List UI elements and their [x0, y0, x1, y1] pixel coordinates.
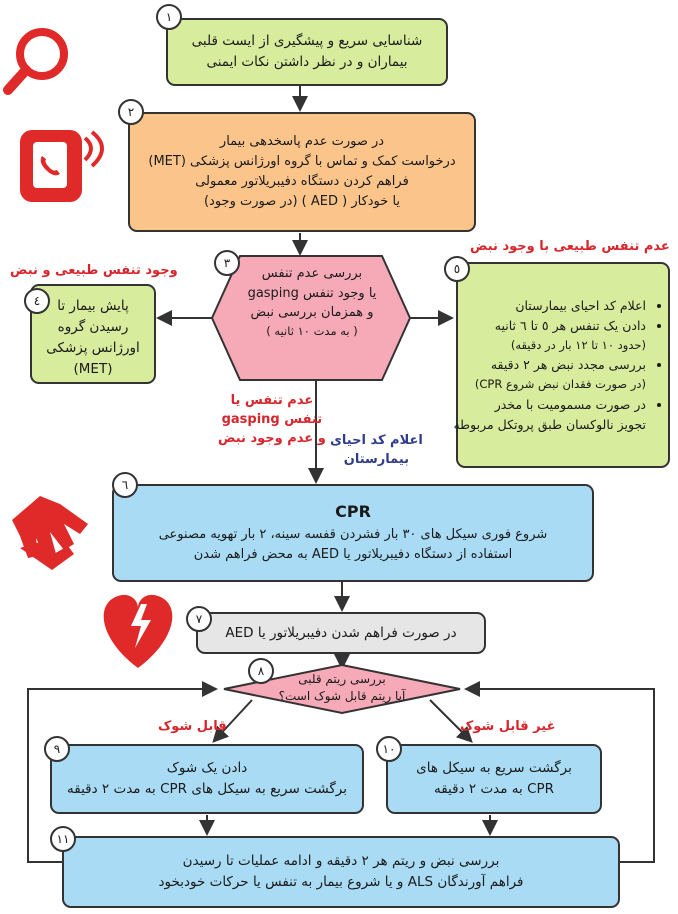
step-2-line: در صورت عدم پاسخدهی بیمار [219, 133, 385, 149]
label-line: عدم تنفس یا [230, 393, 314, 408]
step-3-line: بررسی عدم تنفس [261, 266, 363, 281]
step-11-box: بررسی نبض و ریتم هر ٢ دقیقه و ادامه عملی… [62, 836, 620, 908]
step-4-line: رسیدن گروه [57, 319, 129, 336]
label-breath-and-pulse: وجود تنفس طبیعی و نبض [10, 263, 178, 278]
step-1-line: شناسایی سریع و پیشگیری از ایست قلبی [191, 33, 423, 50]
phone-call-icon [20, 130, 104, 202]
step-5-box: اعلام کد احیای بیمارستان دادن یک تنفس هر… [453, 262, 670, 468]
label-non-shockable: غیر قابل شوک [460, 719, 556, 734]
step-5-item: (حدود ١٠ تا ١٢ بار در دقیقه) [510, 337, 646, 352]
step-2-line: فراهم کردن دستگاه دفیبریلاتور معمولی [195, 174, 409, 189]
step-1-box: شناسایی سریع و پیشگیری از ایست قلبی بیما… [166, 18, 448, 86]
step-1-number: ١ [156, 4, 182, 30]
step-5-item: (در صورت فقدان نبض شروع CPR) [474, 376, 646, 391]
label-line: و عدم وجود نبض [218, 430, 326, 446]
label-line: اعلام کد احیای [330, 433, 423, 448]
loop-arrow-right [464, 681, 655, 863]
step-2-number: ٢ [118, 99, 144, 125]
step-5-item: دادن یک تنفس هر ٥ تا ٦ ثانیه [452, 316, 646, 335]
step-5-item: اعلام کد احیای بیمارستان [452, 296, 646, 315]
step-4-box: پایش بیمار تا رسیدن گروه اورژانس پزشکی (… [30, 284, 156, 384]
step-2-box: در صورت عدم پاسخدهی بیمار درخواست کمک و … [128, 112, 476, 232]
step-3-line: یا وجود تنفس gasping [247, 285, 377, 301]
step-6-line: استفاده از دستگاه دفیبریلاتور یا AED به … [193, 547, 513, 563]
step-4-number: ٤ [24, 288, 50, 314]
step-6-title: CPR [335, 502, 371, 522]
step-5-item: در صورت مسمومیت با مخدر [452, 395, 646, 414]
step-10-box: برگشت سریع به سیکل های CPR به مدت ٢ دقیق… [386, 744, 602, 814]
step-2-line: یا خودکار ( AED ) (در صورت وجود) [203, 194, 401, 210]
cpr-hands-icon [12, 496, 88, 570]
step-3-line: و همزمان بررسی نبض [250, 305, 374, 320]
label-line: بیمارستان [343, 451, 410, 467]
step-5-item: بررسی مجدد نبض هر ٢ دقیقه [452, 355, 646, 374]
step-11-number: ١١ [50, 826, 76, 852]
step-1-line: بیماران و در نظر داشتن نکات ایمنی [206, 54, 408, 70]
label-announce-code: اعلام کد احیای بیمارستان [330, 432, 423, 470]
decision-3-shape [210, 255, 412, 381]
step-7-text: در صورت فراهم شدن دفیبریلاتور یا AED [225, 624, 457, 641]
arrow-8-10 [429, 699, 473, 743]
step-5-number: ٥ [444, 256, 470, 282]
step-10-number: ١٠ [376, 736, 402, 762]
step-6-box: CPR شروع فوری سیکل های ٣٠ بار فشردن قفسه… [112, 484, 594, 582]
heart-shock-icon [103, 594, 173, 668]
step-10-line: برگشت سریع به سیکل های [416, 760, 572, 777]
step-9-number: ٩ [44, 736, 70, 762]
step-8-line: آیا ریتم قابل شوک است؟ [278, 688, 406, 703]
step-5-list: اعلام کد احیای بیمارستان دادن یک تنفس هر… [452, 295, 660, 436]
step-10-line: CPR به مدت ٢ دقیقه [433, 781, 555, 797]
step-9-line: برگشت سریع به سیکل های CPR به مدت ٢ دقیق… [67, 781, 347, 797]
step-9-box: دادن یک شوک برگشت سریع به سیکل های CPR ب… [50, 744, 364, 814]
step-4-line: اورژانس پزشکی [46, 340, 140, 356]
step-8-line: بررسی ریتم قلبی [298, 672, 386, 686]
step-4-line: پایش بیمار تا [57, 298, 129, 315]
step-7-number: ٧ [186, 606, 212, 632]
step-9-line: دادن یک شوک [166, 760, 248, 777]
label-line: تنفس gasping [221, 411, 323, 427]
arrow-8-9 [212, 699, 253, 743]
step-8-text: بررسی ریتم قلبی آیا ریتم قابل شوک است؟ [266, 671, 418, 705]
step-4-line: (MET) [73, 360, 113, 377]
label-no-breath-no-pulse: عدم تنفس یا تنفس gasping و عدم وجود نبض [218, 392, 326, 449]
step-2-line: درخواست کمک و تماس با گروه اورژانس پزشکی… [148, 153, 456, 169]
step-3-line: ( به مدت ١٠ ثانیه ) [266, 323, 358, 338]
loop-arrow-left [27, 681, 218, 863]
step-3-text: بررسی عدم تنفس یا وجود تنفس gasping و هم… [222, 264, 402, 340]
magnifier-icon [3, 28, 68, 95]
step-3-number: ٣ [214, 250, 240, 276]
step-5-item: تجویز نالوکسان طبق پروتکل مربوطه [453, 416, 646, 432]
step-11-line: فراهم آورندگان ALS و یا شروع بیمار به تن… [158, 874, 524, 890]
label-shockable: قابل شوک [158, 719, 227, 734]
step-6-number: ٦ [112, 472, 138, 498]
step-7-box: در صورت فراهم شدن دفیبریلاتور یا AED [196, 612, 486, 654]
step-6-line: شروع فوری سیکل های ٣٠ بار فشردن قفسه سین… [158, 527, 548, 543]
label-no-breath-with-pulse: عدم تنفس طبیعی با وجود نبض [470, 239, 670, 254]
step-8-number: ٨ [248, 658, 274, 684]
step-11-line: بررسی نبض و ریتم هر ٢ دقیقه و ادامه عملی… [182, 853, 500, 870]
